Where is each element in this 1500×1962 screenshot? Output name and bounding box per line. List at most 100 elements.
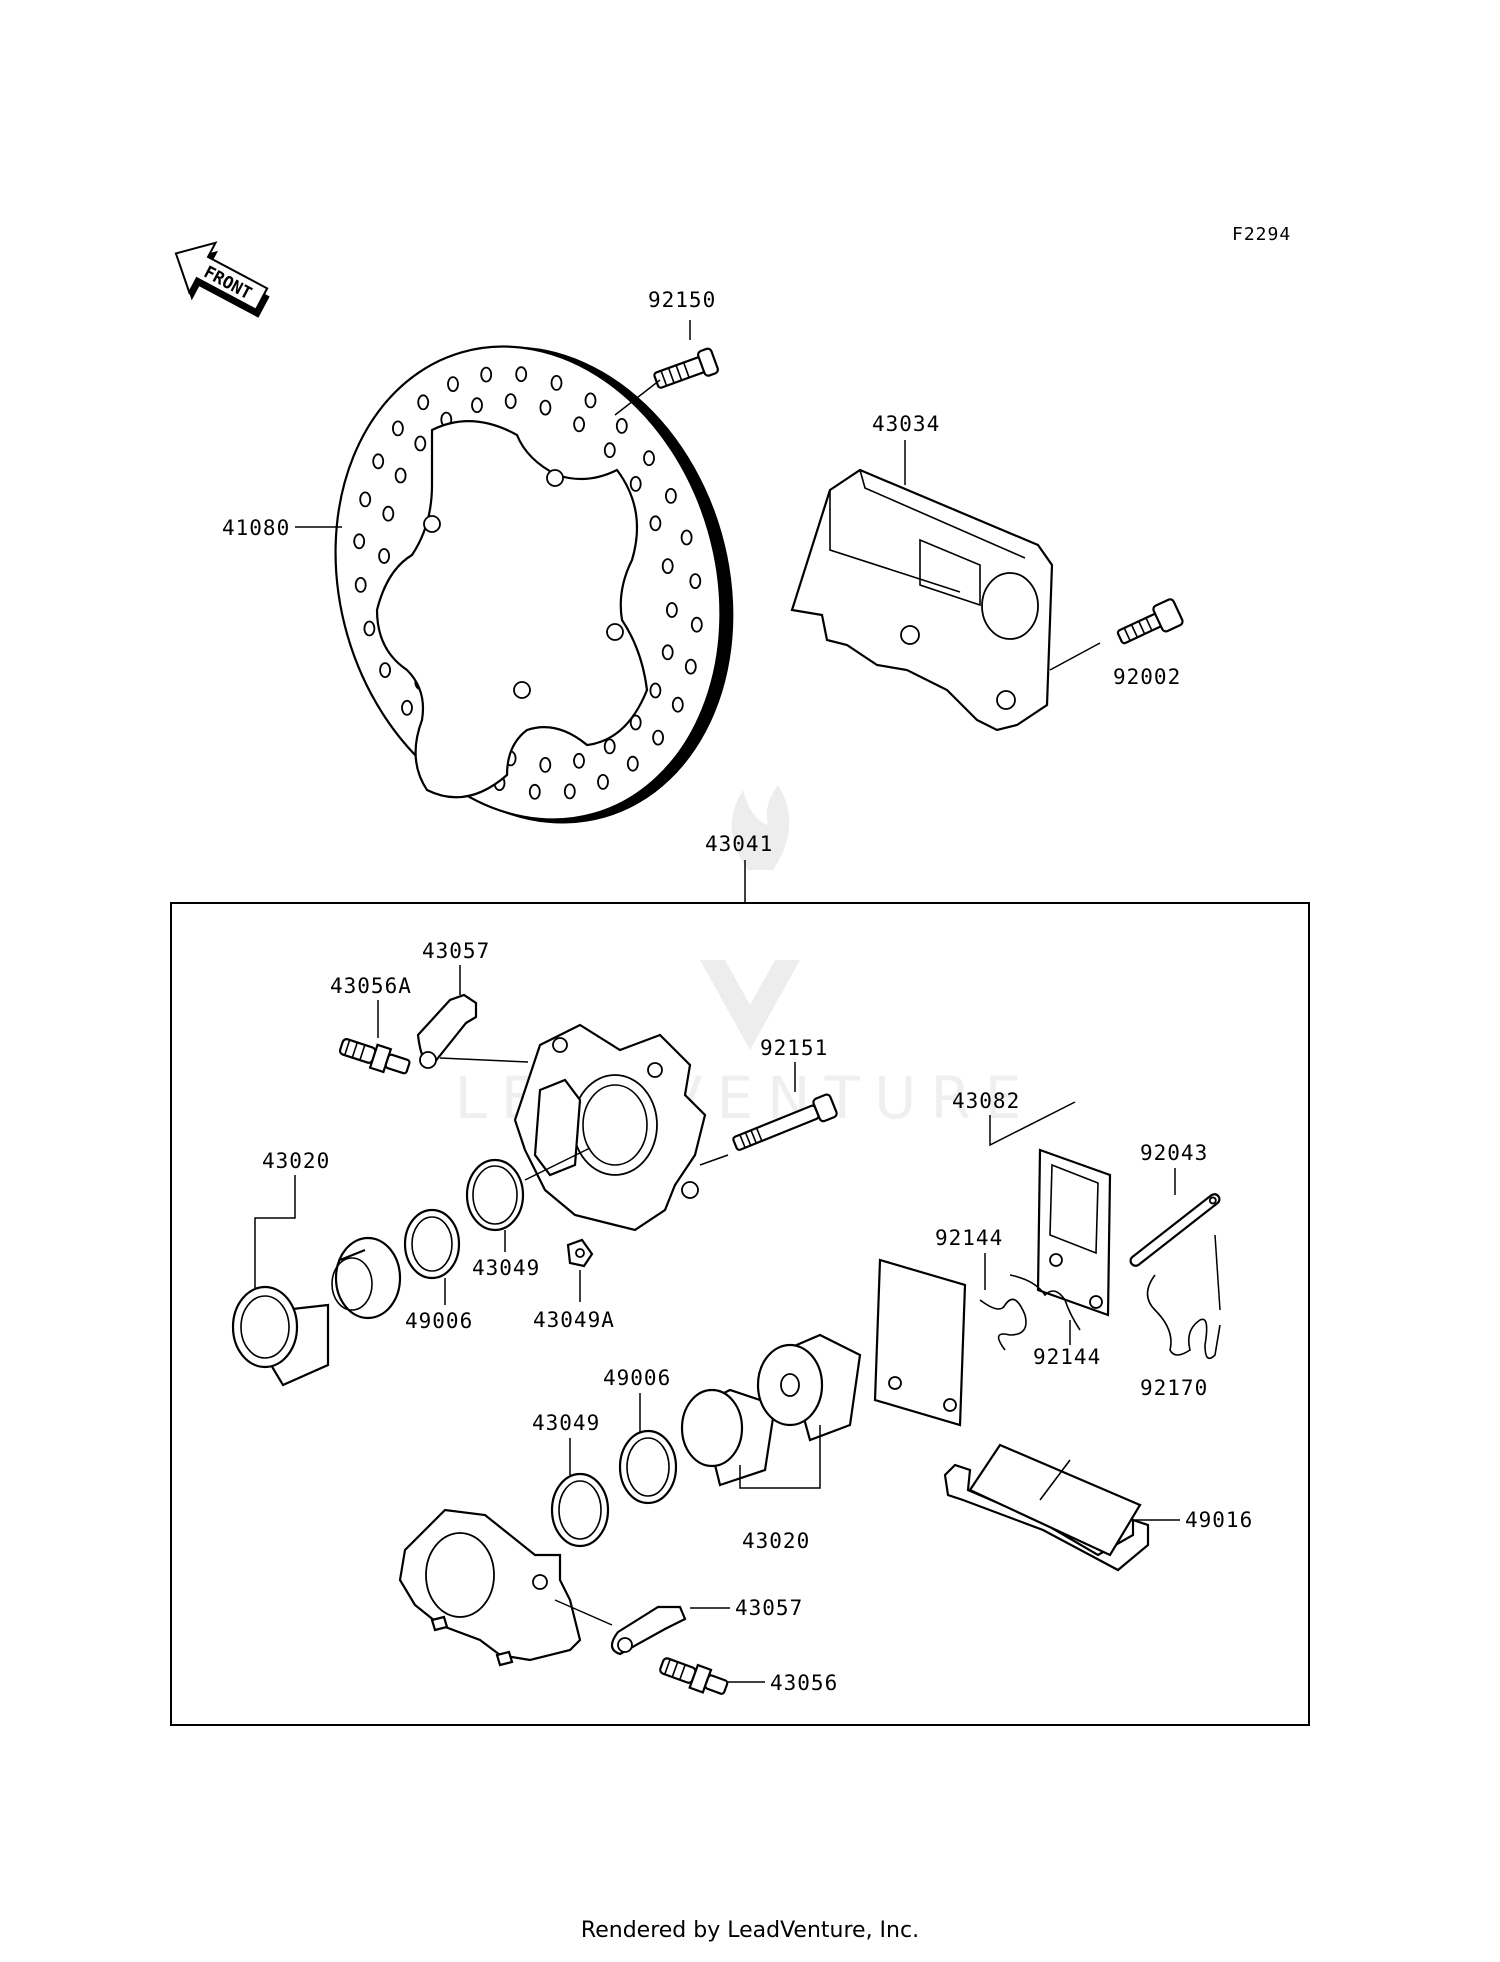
bleeder-valve-top: [338, 1038, 411, 1075]
disc-hole: [504, 393, 517, 410]
disc-hole: [394, 467, 407, 484]
pad-spring-b: [1009, 1274, 1081, 1331]
leader-92151b: [699, 1154, 729, 1166]
caliper-body-bottom: [398, 1508, 582, 1667]
brake-pad-rear: [1036, 1148, 1112, 1317]
washer-43049A: [566, 1238, 594, 1268]
footer-credit: Rendered by LeadVenture, Inc.: [580, 1918, 920, 1943]
disc-hole: [528, 783, 541, 800]
pad-shim-49016: [943, 1443, 1150, 1572]
disc-hole: [515, 366, 528, 383]
disc-hole: [661, 644, 674, 661]
disc-hole: [447, 376, 459, 393]
leader-92170: [1214, 1234, 1221, 1311]
disc-hole: [563, 783, 576, 800]
disc-hole: [391, 420, 404, 437]
disc-hole: [629, 475, 642, 492]
bolt-92002: [1116, 598, 1184, 645]
disc-hole: [597, 774, 609, 790]
disc-hole: [615, 417, 628, 434]
disc-hole: [353, 533, 366, 550]
pad-pin-92043: [1129, 1193, 1221, 1267]
bolt-92150: [653, 347, 719, 389]
disc-hole: [584, 392, 597, 409]
disc-hole: [480, 366, 493, 383]
disc-hole: [661, 558, 674, 574]
disc-hole: [665, 487, 677, 504]
leader-caliper-pistons: [524, 1147, 591, 1181]
disc-hole: [414, 435, 427, 452]
disc-hole: [550, 374, 563, 391]
piston-right-a: [680, 1388, 777, 1487]
caliper-assembly-box: [170, 902, 1310, 1726]
bleeder-cap-top: [416, 993, 478, 1069]
label-49006-b: 49006: [603, 1366, 671, 1390]
label-92170: 92170: [1140, 1376, 1208, 1400]
caliper-bracket: [790, 468, 1054, 732]
disc-hole: [643, 450, 655, 467]
disc-hole: [382, 505, 395, 522]
bolt-92151: [732, 1093, 838, 1151]
label-92151: 92151: [760, 1036, 828, 1060]
label-92144-b: 92144: [1033, 1345, 1101, 1369]
label-92043: 92043: [1140, 1141, 1208, 1165]
disc-hole: [378, 548, 391, 564]
disc-hole: [417, 394, 430, 411]
pad-clip-92170: [1146, 1274, 1221, 1360]
label-43049-b: 43049: [532, 1411, 600, 1435]
disc-hole: [363, 620, 376, 637]
leader-43020-left: [254, 1175, 296, 1288]
disc-hole: [652, 729, 664, 746]
label-92144-a: 92144: [935, 1226, 1003, 1250]
leader-43020-right: [739, 1425, 821, 1489]
leader-caliper-bottom: [554, 1599, 613, 1626]
disc-hole: [401, 699, 413, 716]
disc-hole: [354, 577, 367, 593]
bleeder-cap-bottom: [610, 1605, 687, 1656]
disc-hole: [573, 752, 585, 769]
disc-hole: [603, 738, 616, 755]
label-43034: 43034: [872, 412, 940, 436]
leader-caliper-top: [439, 1057, 529, 1063]
label-43056: 43056: [770, 1671, 838, 1695]
disc-hole: [629, 714, 642, 731]
label-43020-right: 43020: [742, 1529, 810, 1553]
seal-43049-a: [465, 1158, 525, 1232]
watermark-logo: [700, 785, 800, 1050]
disc-hole: [603, 442, 616, 459]
label-43041: 43041: [705, 832, 773, 856]
label-43020-left: 43020: [262, 1149, 330, 1173]
disc-hole: [680, 529, 693, 546]
disc-hole: [689, 573, 702, 589]
disc-hole: [359, 491, 372, 508]
bleeder-valve-bottom: [659, 1657, 729, 1695]
disc-hole: [666, 602, 678, 618]
piston-left-b: [231, 1285, 330, 1387]
brake-pad-front: [873, 1258, 967, 1427]
label-43057-bottom: 43057: [735, 1596, 803, 1620]
leader-92150b: [614, 379, 661, 416]
label-92150: 92150: [648, 288, 716, 312]
caliper-body-top: [513, 1023, 707, 1232]
label-43082: 43082: [952, 1089, 1020, 1113]
disc-hole: [626, 755, 639, 772]
label-49006-a: 49006: [405, 1309, 473, 1333]
disc-hole: [649, 515, 662, 532]
disc-hole: [372, 453, 385, 470]
label-43049-a: 43049: [472, 1256, 540, 1280]
seal-49006-b: [618, 1429, 678, 1505]
leader-43082: [989, 1101, 1076, 1147]
disc-hole: [671, 696, 684, 713]
front-arrow-icon: FRONT: [174, 241, 270, 318]
disc-hole: [573, 416, 585, 433]
label-43056A: 43056A: [330, 974, 412, 998]
brake-disc: [334, 345, 734, 824]
disc-hole: [649, 682, 662, 699]
disc-hole: [690, 616, 703, 633]
disc-hole: [684, 658, 697, 675]
piston-right-b: [756, 1333, 862, 1442]
label-43049A: 43049A: [533, 1308, 615, 1332]
disc-hole: [539, 757, 552, 773]
seal-49006-a: [403, 1208, 461, 1280]
